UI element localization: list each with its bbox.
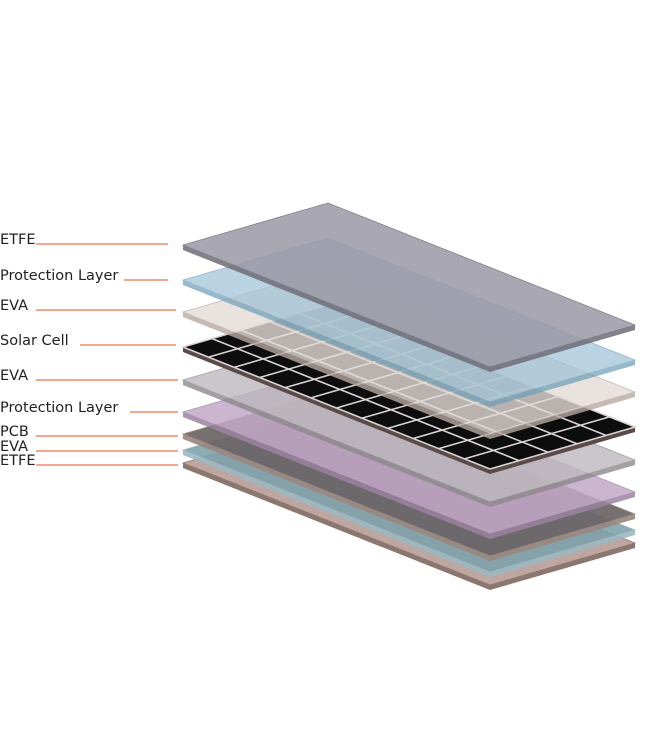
layer-front-edge [183, 463, 490, 590]
layer-front-edge [183, 434, 490, 561]
layer-label: Protection Layer [0, 268, 118, 284]
label-5-eva: EVA [0, 368, 178, 384]
layer-stack [181, 202, 637, 590]
layer-side-edge [490, 492, 635, 539]
layer-side-edge [490, 392, 635, 439]
layer-label: EVA [0, 368, 28, 384]
layer-side-edge [490, 460, 635, 507]
label-7-pcb: PCB [0, 424, 178, 440]
layer-top-face [181, 202, 637, 368]
layer-side-edge [490, 325, 635, 372]
label-4-solar-cell: Solar Cell [0, 333, 176, 349]
label-8-eva: EVA [0, 439, 178, 455]
label-9-etfe: ETFE [0, 453, 178, 469]
layer-1-etfe [181, 202, 637, 372]
layer-label: ETFE [0, 453, 36, 469]
layer-front-edge [183, 245, 490, 372]
layer-side-edge [490, 514, 635, 561]
label-2-protection-layer: Protection Layer [0, 268, 168, 284]
layer-label: EVA [0, 439, 28, 455]
layer-side-edge [490, 543, 635, 590]
label-1-etfe: ETFE [0, 232, 168, 248]
layer-side-edge [490, 427, 635, 474]
label-6-protection-layer: Protection Layer [0, 400, 178, 416]
layer-front-edge [183, 347, 490, 474]
layer-front-edge [183, 312, 490, 439]
cell-grid-line [211, 337, 520, 462]
layer-front-edge [183, 280, 490, 407]
layer-front-edge [183, 380, 490, 507]
layer-side-edge [490, 360, 635, 407]
layer-side-edge [490, 530, 635, 577]
layer-front-edge [183, 450, 490, 577]
layer-front-edge [183, 412, 490, 539]
layer-label: Solar Cell [0, 333, 69, 349]
layer-label: ETFE [0, 232, 36, 248]
layer-label: PCB [0, 424, 29, 440]
cell-grid-line [464, 416, 610, 460]
layer-label: Protection Layer [0, 400, 118, 416]
label-3-eva: EVA [0, 298, 176, 314]
cell-grid-line [489, 426, 636, 470]
cell-grid-line [182, 346, 491, 470]
layer-label: EVA [0, 298, 28, 314]
